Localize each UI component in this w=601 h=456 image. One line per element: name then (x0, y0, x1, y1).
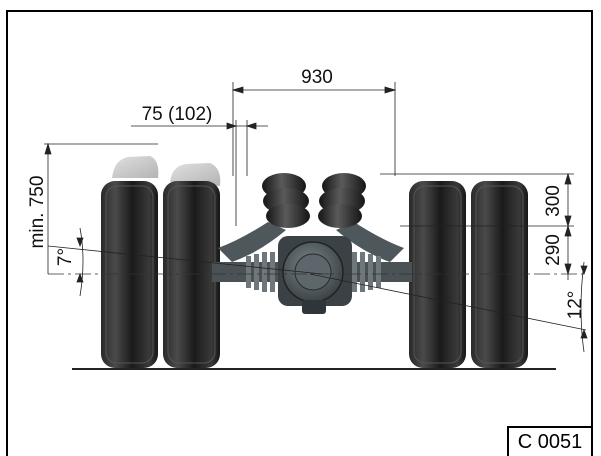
right-inner-tire (409, 181, 466, 368)
left-angle-dimension (76, 227, 84, 297)
left-angle-line (47, 245, 323, 275)
right-angle-line (309, 273, 587, 331)
right-angle-label: 12° (565, 291, 586, 320)
differential-housing (278, 236, 352, 314)
ground-clearance-dimension (44, 142, 158, 274)
right-air-bellow (318, 173, 366, 228)
right-outer-tire (471, 181, 528, 368)
raised-tire-ghosts (112, 156, 221, 186)
height-dimensions (380, 172, 574, 280)
lower-height-label: 290 (543, 234, 564, 266)
right-angle-dimension (580, 261, 588, 353)
track-width-dimension (231, 82, 397, 176)
track-width-label: 930 (301, 67, 333, 88)
left-outer-tire (101, 181, 158, 368)
ground-clearance-label: min. 750 (27, 176, 48, 249)
drawing-code-label: C 0051 (517, 431, 583, 453)
left-inner-tire (163, 181, 220, 368)
offset-label: 75 (102) (142, 104, 213, 125)
suspension-arms (218, 222, 404, 262)
left-air-bellow (262, 173, 310, 228)
offset-dimension (131, 120, 268, 226)
drawing-code-box: C 0051 (507, 426, 593, 456)
left-angle-label: 7° (55, 248, 76, 266)
upper-height-label: 300 (543, 185, 564, 217)
drawing-frame (6, 10, 593, 456)
